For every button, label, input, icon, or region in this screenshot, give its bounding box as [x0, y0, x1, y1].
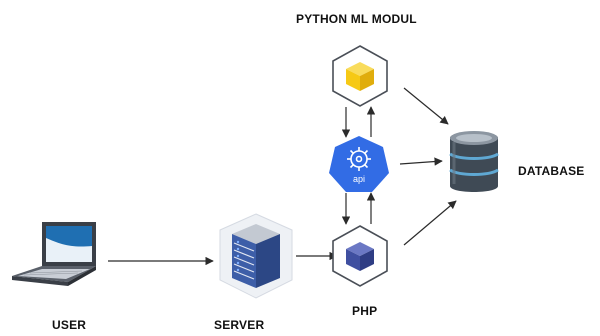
- arrow-api-to-database: [399, 157, 443, 166]
- user-label: USER: [52, 318, 87, 332]
- laptop-icon: [8, 218, 100, 290]
- php-label: PHP: [352, 304, 378, 318]
- php-module-icon: [330, 224, 390, 288]
- database-cylinder-icon: [446, 128, 502, 196]
- kubernetes-api-icon: api: [328, 134, 390, 194]
- server-rack-icon: [216, 212, 296, 300]
- arrow-php-to-database: [403, 200, 457, 246]
- arrow-python-to-database: [403, 87, 449, 125]
- database-label: DATABASE: [518, 164, 585, 178]
- python-ml-label: PYTHON ML MODUL: [296, 12, 417, 26]
- api-icon-text: api: [353, 174, 365, 184]
- python-module-icon: [330, 44, 390, 108]
- server-label: SERVER: [214, 318, 265, 332]
